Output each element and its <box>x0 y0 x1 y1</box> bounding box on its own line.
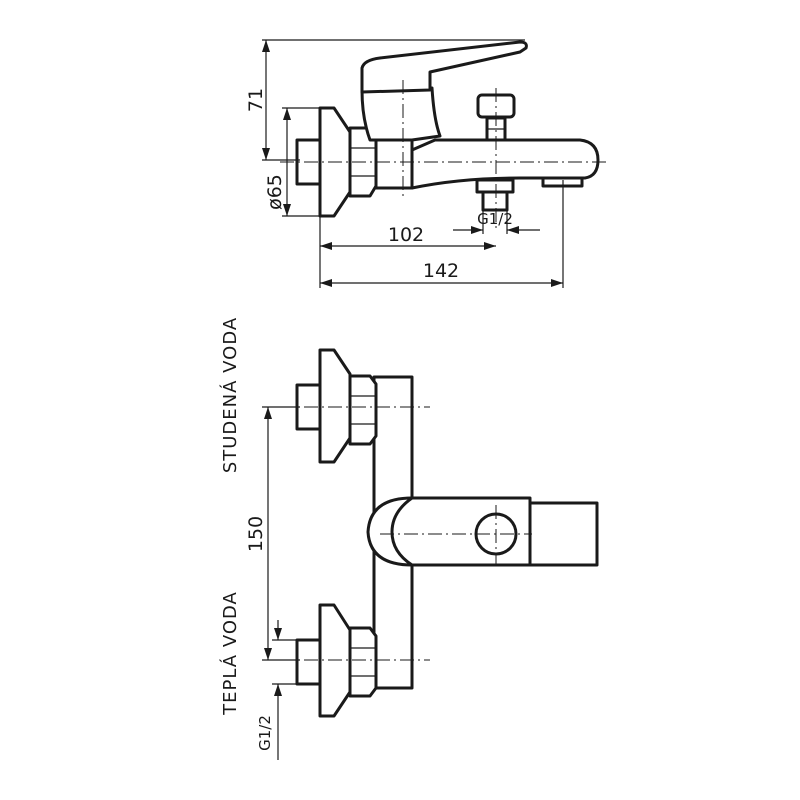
dim-g12-arrow-right <box>507 226 519 234</box>
dim-g12-spout-text: G1/2 <box>477 210 513 228</box>
dim-150-arrow-bottom <box>264 648 272 660</box>
hot-water-label: TEPLÁ VODA <box>219 591 241 716</box>
dim-150-text: 150 <box>245 516 267 552</box>
dim-65-text: ø65 <box>264 174 286 210</box>
dim-g12-arrow-left <box>471 226 483 234</box>
side-lever-cartridge <box>360 86 442 142</box>
cold-water-label: STUDENÁ VODA <box>219 317 241 473</box>
dim-71-arrow-bottom <box>262 148 270 160</box>
dim-102-text: 102 <box>388 224 424 246</box>
dim-65-arrow-bottom <box>283 204 291 216</box>
front-hot-stub <box>295 638 322 686</box>
front-spout <box>528 501 599 567</box>
front-view: 150 G1/2 STUDENÁ VODA TEPLÁ VODA <box>219 317 599 760</box>
dim-65-arrow-top <box>283 108 291 120</box>
dim-142-arrow-right <box>551 279 563 287</box>
dim-71-text: 71 <box>245 88 267 112</box>
side-spout <box>410 138 600 190</box>
dim-71-arrow-top <box>262 40 270 52</box>
dim-g12-inlet-text: G1/2 <box>256 715 274 751</box>
dim-102-arrow-right <box>484 242 496 250</box>
side-shower-thread <box>481 190 509 212</box>
dim-102-arrow-left <box>320 242 332 250</box>
side-view: 71 ø65 102 G1/2 142 <box>245 39 610 288</box>
front-cold-flange <box>318 348 352 464</box>
front-hot-nut <box>348 626 378 698</box>
front-lever-curve <box>390 496 414 567</box>
dim-inlet-arrow-bottom <box>274 684 282 696</box>
side-shower-connector <box>475 178 515 194</box>
dim-inlet-arrow-top <box>274 628 282 640</box>
dim-142-text: 142 <box>423 260 459 282</box>
dim-150-arrow-top <box>264 407 272 419</box>
side-mixer-body <box>374 138 414 190</box>
dim-142-arrow-left <box>320 279 332 287</box>
side-lever-handle <box>360 40 528 94</box>
front-cold-nut <box>348 374 378 446</box>
